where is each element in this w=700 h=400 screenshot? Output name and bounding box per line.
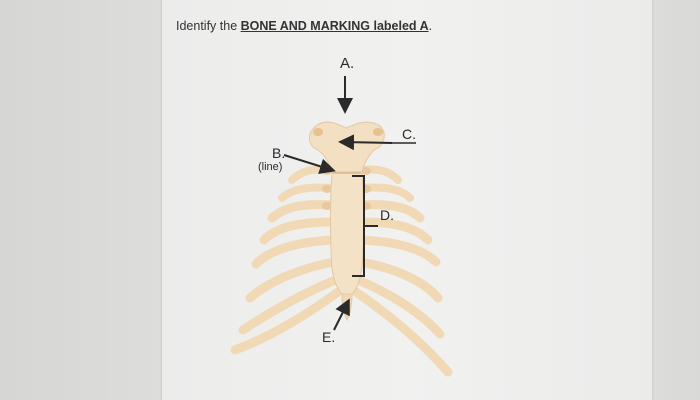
ribs-left (230, 165, 343, 355)
label-b-note: (line) (258, 161, 282, 173)
clavicular-notch-left (313, 128, 323, 136)
label-d: D. (380, 207, 394, 223)
bracket-d (352, 175, 378, 277)
question-prefix: Identify the (176, 19, 241, 33)
question-text: Identify the BONE AND MARKING labeled A. (176, 19, 432, 33)
label-a: A. (340, 55, 354, 72)
label-c: C. (402, 126, 416, 142)
label-b: B. (272, 145, 285, 161)
label-e: E. (322, 329, 335, 345)
arrow-e (333, 298, 350, 331)
ribs-right (351, 165, 453, 377)
xiphoid-process (341, 293, 353, 322)
arrow-c (338, 134, 393, 151)
arrow-b (283, 154, 336, 175)
question-suffix: . (428, 19, 433, 33)
question-emphasis: BONE AND MARKING labeled A (240, 19, 429, 33)
clavicular-notch-right (373, 128, 383, 136)
